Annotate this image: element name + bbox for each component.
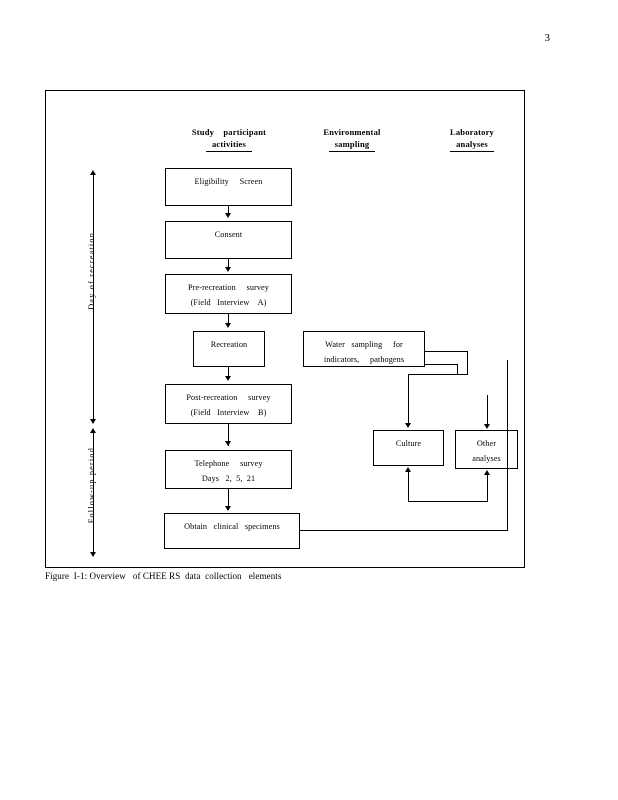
connector-into-other-analyses [487, 395, 488, 425]
connector-water-right-stub [425, 351, 468, 352]
node-text-line1: Consent [214, 230, 243, 239]
column-heading-line2: sampling [328, 138, 376, 152]
timeline-arrow-mid-up-head [89, 428, 96, 433]
node-other-analyses: Other analyses [455, 430, 518, 469]
timeline-arrow-top-head [89, 170, 96, 175]
arrow-recreation-to-post-recreation [224, 376, 231, 381]
node-obtain-clinical-specimens: Obtain clinical specimens [164, 513, 300, 549]
connector-specimens-to-lab-horizontal [300, 530, 508, 531]
connector-water-branch-right [425, 364, 458, 365]
connector-specimens-to-lab-vertical [507, 360, 508, 530]
arrow-water-to-culture [404, 423, 411, 428]
arrow-eligibility-to-consent [224, 213, 231, 218]
arrow-into-other-analyses-from-below [483, 470, 490, 475]
figure-frame [45, 90, 525, 568]
column-heading-line1: Environmental [323, 127, 381, 137]
node-text-line2: analyses [472, 454, 501, 463]
page-number: 3 [544, 32, 551, 44]
arrow-pre-recreation-to-recreation [224, 323, 231, 328]
node-recreation: Recreation [193, 331, 265, 367]
node-text-line1: Culture [395, 439, 422, 448]
connector-water-to-culture-vertical [408, 374, 409, 424]
node-telephone-survey: Telephone survey Days 2, 5, 21 [165, 450, 292, 489]
node-consent: Consent [165, 221, 292, 259]
connector-pre-recreation-to-recreation [228, 314, 229, 325]
node-text-line1: Water sampling for [325, 340, 403, 349]
connector-other-analyses-bottom-stem [487, 474, 488, 502]
node-text-line1: Eligibility Screen [194, 177, 263, 186]
connector-eligibility-to-consent [228, 206, 229, 215]
connector-consent-to-pre-recreation [228, 259, 229, 269]
column-heading-study-participant-activities: Study participant activities [168, 126, 290, 152]
timeline-arrow-bottom-head [89, 552, 96, 557]
connector-lab-bottom-horizontal [408, 501, 487, 502]
connector-culture-bottom-stem [408, 471, 409, 502]
node-text-line1: Obtain clinical specimens [184, 522, 280, 531]
arrow-into-other-analyses [483, 424, 490, 429]
connector-post-recreation-to-telephone [228, 424, 229, 446]
arrow-into-culture-from-below [404, 467, 411, 472]
node-text-line1: Telephone survey [194, 459, 263, 468]
arrow-telephone-to-specimens [224, 506, 231, 511]
node-text-line1: Other [476, 439, 497, 448]
column-heading-line2: analyses [450, 138, 494, 152]
column-heading-line1: Laboratory [449, 127, 495, 137]
connector-telephone-to-specimens [228, 489, 229, 510]
column-heading-environmental-sampling: Environmental sampling [300, 126, 404, 152]
column-heading-line2: activities [205, 138, 253, 152]
arrow-consent-to-pre-recreation [224, 267, 231, 272]
node-text-line1: Post-recreation survey [186, 393, 271, 402]
connector-water-to-culture-horizontal [408, 374, 468, 375]
node-text-line2: (Field Interview B) [190, 408, 267, 417]
node-eligibility-screen: Eligibility Screen [165, 168, 292, 206]
connector-recreation-to-post-recreation [228, 367, 229, 378]
node-post-recreation-survey: Post-recreation survey (Field Interview … [165, 384, 292, 424]
connector-water-branch-down [457, 364, 458, 374]
node-text-line2: indicators, pathogens [323, 355, 405, 364]
node-text-line1: Recreation [210, 340, 248, 349]
node-text-line2: Days 2, 5, 21 [201, 474, 256, 483]
node-water-sampling: Water sampling for indicators, pathogens [303, 331, 425, 367]
column-heading-laboratory-analyses: Laboratory analyses [420, 126, 524, 152]
column-heading-line1: Study participant [191, 127, 267, 137]
arrow-post-recreation-to-telephone [224, 441, 231, 446]
timeline-segment-1-line [92, 175, 94, 420]
connector-water-right-down [467, 351, 468, 375]
node-pre-recreation-survey: Pre-recreation survey (Field Interview A… [165, 274, 292, 314]
timeline-label-day-of-recreation: Day of recreation [87, 232, 96, 310]
timeline-label-followup-period: Follow-up period [87, 447, 96, 524]
node-text-line2: (Field Interview A) [190, 298, 267, 307]
figure-caption: Figure I-1: Overview of CHEE RS data col… [45, 571, 282, 581]
timeline-arrow-mid-down-head [89, 419, 96, 424]
node-text-line1: Pre-recreation survey [188, 283, 269, 292]
node-culture: Culture [373, 430, 444, 466]
timeline-segment-2-line [92, 433, 94, 553]
